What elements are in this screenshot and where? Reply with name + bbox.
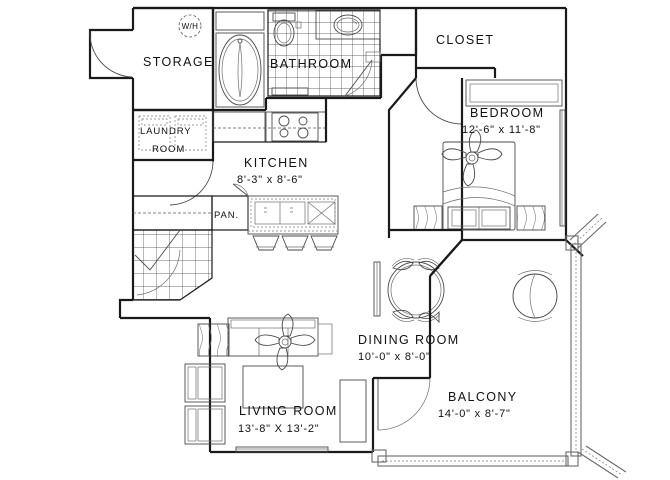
coffee-table bbox=[242, 365, 304, 409]
room-label-laundry-2: ROOM bbox=[152, 144, 185, 155]
dryer bbox=[174, 115, 207, 151]
balcony: BALCONY 14'-0" x 8'-7" bbox=[371, 213, 627, 479]
bathroom-door bbox=[344, 51, 381, 97]
bedroom-window bbox=[559, 109, 566, 227]
pantry: PAN. bbox=[211, 183, 249, 231]
side-table-living bbox=[197, 323, 230, 357]
room-dim-dining: 10'-0" x 8'-0" bbox=[358, 351, 431, 363]
room-dim-kitchen: 8'-3" x 8'-6" bbox=[237, 174, 303, 186]
room-label-bedroom: BEDROOM bbox=[470, 106, 544, 120]
dining-table-round bbox=[387, 261, 445, 319]
island-bar-stools bbox=[252, 235, 338, 251]
armchair-two bbox=[184, 405, 226, 445]
kitchen-upper-counter bbox=[212, 111, 327, 143]
ceiling-fan-bedroom bbox=[441, 129, 503, 187]
dining-room: DINING ROOM 10'-0" x 8'-0" bbox=[358, 77, 463, 363]
dining-chair-1 bbox=[391, 258, 415, 271]
balcony-door bbox=[371, 376, 431, 452]
nightstand-left bbox=[413, 205, 443, 231]
balcony-railing-corner bbox=[577, 445, 627, 479]
room-dim-living: 13'-8" X 13'-2" bbox=[238, 423, 320, 435]
room-label-pantry: PAN. bbox=[214, 210, 239, 221]
room-label-closet: CLOSET bbox=[436, 33, 494, 47]
toilet bbox=[272, 12, 302, 47]
vanity-sink bbox=[315, 10, 381, 40]
bed-queen bbox=[442, 141, 516, 231]
room-label-balcony: BALCONY bbox=[448, 390, 518, 404]
dining-divider bbox=[373, 261, 381, 317]
living-window bbox=[235, 446, 329, 453]
balcony-railing-south bbox=[371, 449, 569, 467]
storage-room: W/H STORAGE bbox=[89, 6, 215, 112]
living-room: LIVING ROOM 13'-8" X 13'-2" bbox=[184, 313, 367, 453]
room-dim-balcony: 14'-0" x 8'-7" bbox=[438, 408, 511, 420]
bedroom-door bbox=[415, 77, 463, 125]
laundry-door bbox=[169, 160, 214, 206]
foyer-tile-area bbox=[132, 229, 213, 301]
laundry-room: LAUNDRY ROOM bbox=[133, 108, 215, 206]
ceiling-fan-living bbox=[254, 313, 316, 371]
bedroom-closet-shelf bbox=[465, 79, 563, 107]
media-cabinet bbox=[339, 379, 367, 443]
dining-chair-3 bbox=[391, 309, 415, 322]
closet: CLOSET bbox=[414, 8, 495, 70]
room-label-storage: STORAGE bbox=[143, 55, 214, 69]
balcony-side-table bbox=[512, 270, 558, 322]
entry-door bbox=[89, 30, 133, 78]
nightstand-right bbox=[516, 205, 546, 231]
room-label-bathroom: BATHROOM bbox=[270, 57, 353, 71]
room-label-living: LIVING ROOM bbox=[239, 404, 338, 418]
kitchen: PAN. KITCHEN bbox=[133, 98, 339, 251]
bathroom-counter bbox=[271, 87, 309, 96]
bedroom: BEDROOM 12'-6" x 11'-8" bbox=[413, 68, 566, 242]
kitchen-island bbox=[247, 195, 339, 235]
garden-tub bbox=[215, 11, 265, 108]
kitchen-lower-cabinets bbox=[133, 195, 213, 231]
washer bbox=[138, 115, 171, 151]
room-label-laundry: LAUNDRY bbox=[140, 126, 192, 137]
water-heater-label: W/H bbox=[182, 22, 199, 31]
balcony-railing-northeast bbox=[569, 213, 607, 249]
balcony-railing-east bbox=[565, 235, 582, 467]
room-label-dining: DINING ROOM bbox=[358, 333, 460, 347]
room-label-kitchen: KITCHEN bbox=[244, 156, 309, 170]
range-cooktop bbox=[271, 112, 319, 142]
bathroom: BATHROOM bbox=[211, 8, 418, 112]
water-heater-icon bbox=[178, 14, 202, 38]
dining-chair-2 bbox=[417, 258, 441, 271]
room-dim-bedroom: 12'-6" x 11'-8" bbox=[462, 124, 541, 136]
sofa bbox=[227, 317, 333, 357]
bathroom-tile-floor bbox=[268, 10, 380, 96]
armchair-one bbox=[184, 363, 226, 403]
